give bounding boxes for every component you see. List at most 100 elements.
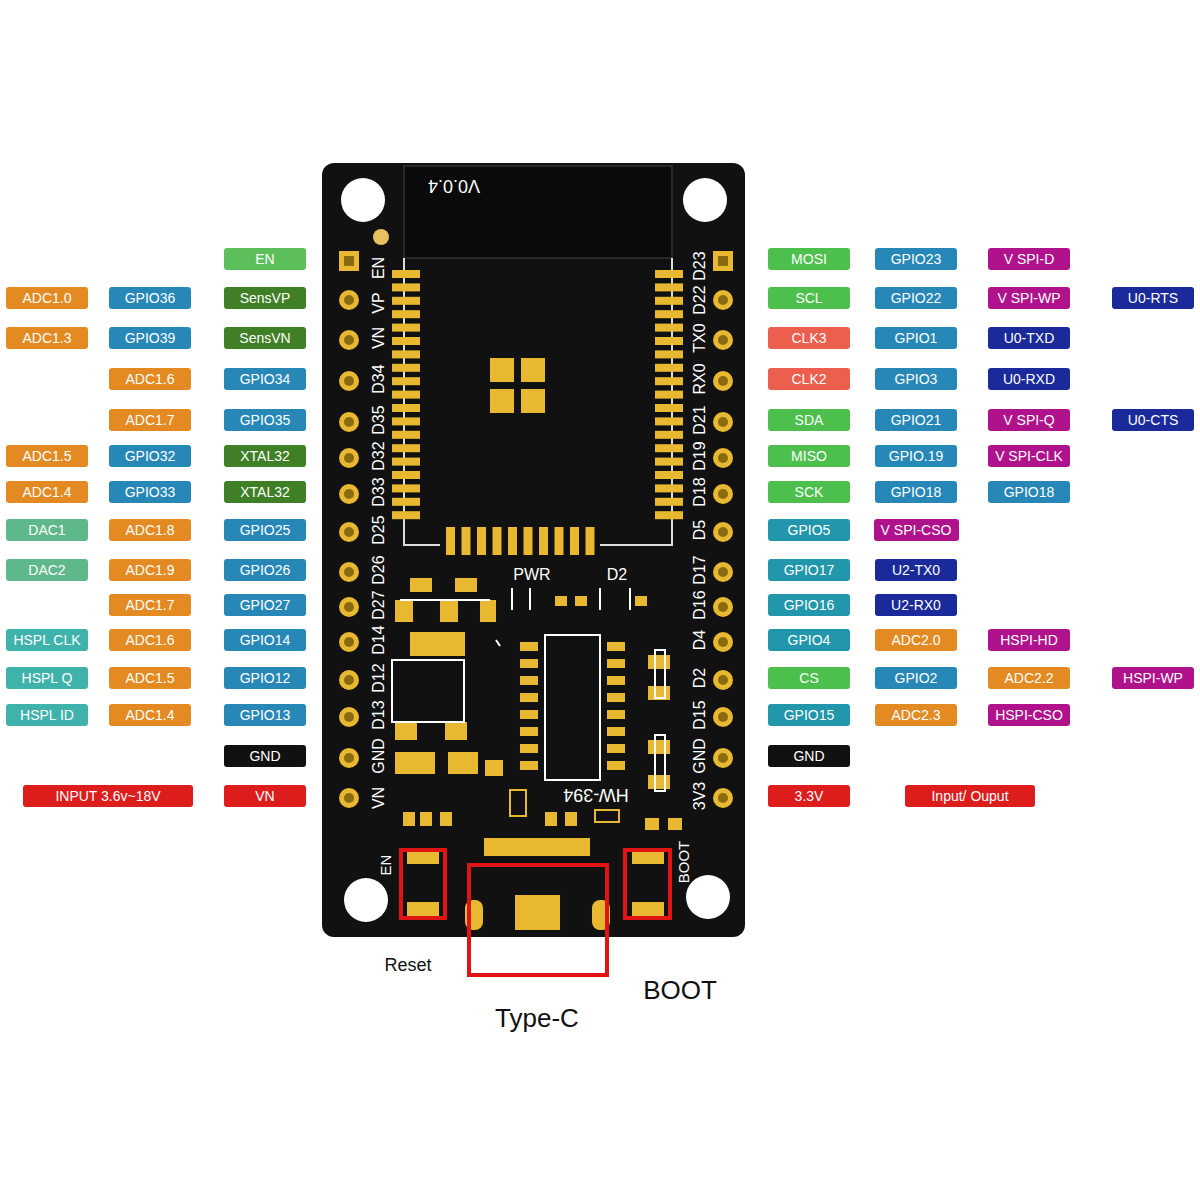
pin-label-pill: ADC2.2 — [988, 667, 1070, 689]
module-pad — [555, 527, 564, 555]
module-pad — [392, 283, 420, 291]
pin-hole — [718, 489, 728, 499]
pin-hole — [344, 489, 354, 499]
header-pin — [713, 670, 733, 690]
pin-label-pill: GPIO18 — [988, 481, 1070, 503]
pin-label-pill: ADC1.4 — [109, 704, 191, 726]
module-pad — [655, 324, 683, 332]
module-pad — [446, 527, 455, 555]
ic-pin — [607, 659, 625, 668]
pin-label-pill: HSPL ID — [6, 704, 88, 726]
pin-label-pill: V SPI-WP — [988, 287, 1070, 309]
module-pad — [655, 391, 683, 399]
module-pad — [655, 310, 683, 318]
pin-hole — [344, 793, 354, 803]
module-pad — [392, 324, 420, 332]
pin-label-text: SCL — [795, 290, 822, 306]
pin-label-pill: ADC1.5 — [6, 445, 88, 467]
module-pad — [392, 270, 420, 278]
pin-label-pill: GPIO16 — [768, 594, 850, 616]
pin-hole — [718, 712, 728, 722]
pin-hole — [344, 417, 354, 427]
pin-label-pill: ADC2.0 — [875, 629, 957, 651]
silkscreen-pin-name: VN — [371, 787, 387, 809]
pin-label-text: GPIO3 — [895, 371, 938, 387]
pin-hole — [718, 567, 728, 577]
silkscreen-pin-name: D14 — [371, 625, 387, 654]
pin-hole — [344, 376, 354, 386]
pin-label-pill: ADC1.7 — [109, 594, 191, 616]
module-pad — [524, 527, 533, 555]
silkscreen-pin-name: D26 — [371, 555, 387, 584]
header-pin — [339, 522, 359, 542]
header-pin — [339, 251, 359, 271]
pin-label-text: GPIO22 — [891, 290, 942, 306]
module-pad — [655, 417, 683, 425]
ic-pin — [607, 744, 625, 753]
pin-label-pill: GPIO.19 — [875, 445, 957, 467]
pin-label-text: ADC1.0 — [22, 290, 71, 306]
pin-label-text: ADC2.2 — [1004, 670, 1053, 686]
pin-label-text: EN — [255, 251, 274, 267]
pin-label-text: U0-CTS — [1128, 412, 1179, 428]
silkscreen-pin-name: VN — [371, 327, 387, 349]
pin-label-text: DAC1 — [28, 522, 65, 538]
module-pad — [392, 391, 420, 399]
header-pin — [713, 707, 733, 727]
pin-label-text: GPIO15 — [784, 707, 835, 723]
silkscreen-pin-name: 3V3 — [692, 782, 708, 810]
pin-label-text: U0-TXD — [1004, 330, 1055, 346]
pin-label-pill: GPIO25 — [224, 519, 306, 541]
pin-label-text: GPIO27 — [240, 597, 291, 613]
pin-label-text: GPIO.19 — [889, 448, 943, 464]
pin-label-pill: ADC1.3 — [6, 327, 88, 349]
silkscreen-outline — [392, 588, 665, 791]
pin-label-text: HSPL ID — [20, 707, 74, 723]
ic-pin — [607, 693, 625, 702]
module-pad — [539, 527, 548, 555]
pin-label-pill: GND — [768, 745, 850, 767]
pin-label-text: ADC1.6 — [125, 371, 174, 387]
ic-pin — [607, 676, 625, 685]
module-pad — [392, 417, 420, 425]
pin-label-pill: GPIO3 — [875, 368, 957, 390]
header-pin — [713, 484, 733, 504]
header-pin — [339, 412, 359, 432]
module-pad — [392, 337, 420, 345]
pin-label-pill: ADC1.8 — [109, 519, 191, 541]
pin-label-text: GND — [249, 748, 280, 764]
pin-label-pill: V SPI-CLK — [988, 445, 1070, 467]
silkscreen-pin-name: D13 — [371, 700, 387, 729]
center-pad — [490, 358, 545, 413]
ic-pin — [520, 676, 538, 685]
pin-hole — [718, 602, 728, 612]
pin-label-pill: GPIO32 — [109, 445, 191, 467]
module-pad — [392, 444, 420, 452]
pin-label-pill: MISO — [768, 445, 850, 467]
pin-label-text: GPIO23 — [891, 251, 942, 267]
silkscreen-pin-name: GND — [371, 738, 387, 774]
pin-label-pill: SensVP — [224, 287, 306, 309]
pin-hole — [718, 417, 728, 427]
pin-label-text: VN — [255, 788, 274, 804]
pin-label-pill: SCK — [768, 481, 850, 503]
pin-label-text: GPIO39 — [125, 330, 176, 346]
pin-label-text: U0-RXD — [1003, 371, 1055, 387]
header-pin — [339, 330, 359, 350]
pin-label-text: XTAL32 — [240, 448, 290, 464]
pin-label-pill: SensVN — [224, 327, 306, 349]
ic-pin — [520, 727, 538, 736]
pin-label-pill: CLK3 — [768, 327, 850, 349]
silkscreen-pin-name: D32 — [371, 441, 387, 470]
board-version: V0.0.4 — [428, 177, 480, 195]
silkscreen-pin-name: D34 — [371, 364, 387, 393]
ic-pin — [520, 761, 538, 770]
module-pad — [570, 527, 579, 555]
pin-label-text: Input/ Ouput — [931, 788, 1008, 804]
pin-label-pill: GPIO17 — [768, 559, 850, 581]
pin-label-text: GPIO12 — [240, 670, 291, 686]
pin-label-text: U2-RX0 — [891, 597, 941, 613]
pin-label-text: V SPI-CLK — [995, 448, 1063, 464]
pin-label-pill: DAC2 — [6, 559, 88, 581]
header-pin — [339, 748, 359, 768]
